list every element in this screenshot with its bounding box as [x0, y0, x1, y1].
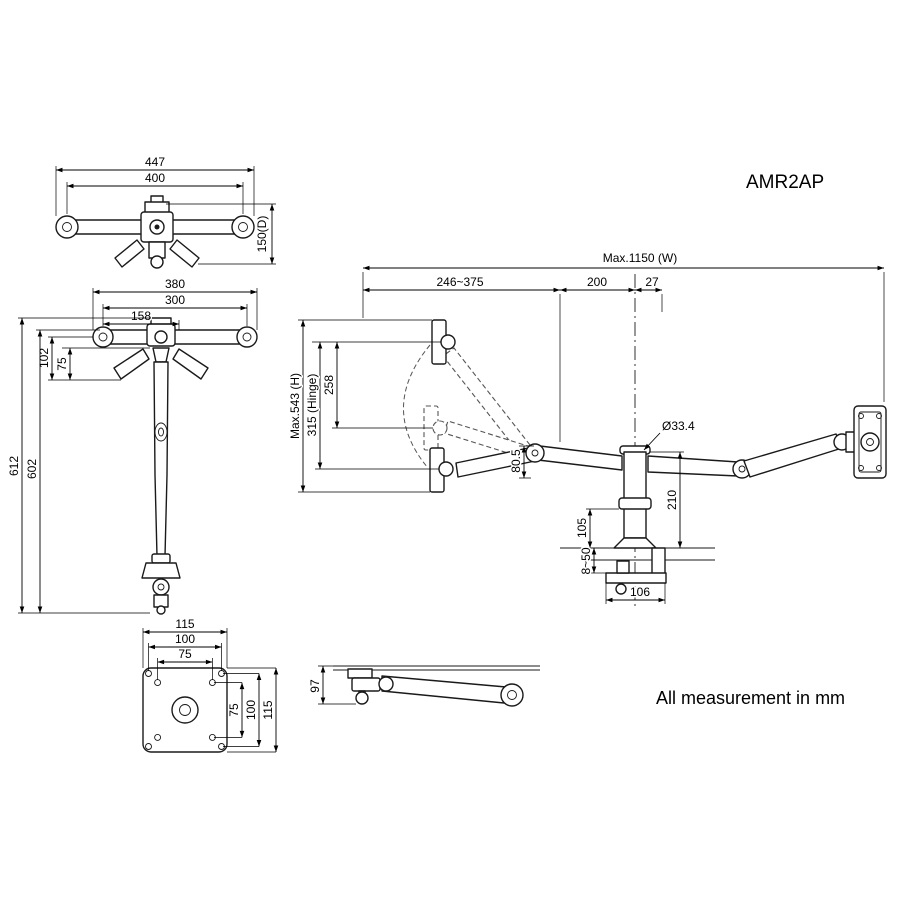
clamp-jaw	[605, 572, 667, 584]
dim-400-label: 400	[145, 171, 165, 185]
vesa-hole	[154, 733, 162, 741]
measurement-note: All measurement in mm	[656, 688, 845, 708]
profile-folded-arm	[381, 675, 507, 704]
right-upper-arm	[647, 455, 739, 477]
dim-100-right-label: 100	[244, 700, 258, 720]
dim-pole-diameter-label: Ø33.4	[662, 419, 695, 433]
profile-clamp-top	[347, 668, 373, 679]
top-view: 447 400 150(D)	[55, 154, 276, 269]
dim-258-label: 258	[322, 375, 336, 395]
left-forearm	[455, 446, 536, 478]
dim-300-label: 300	[165, 293, 185, 307]
dim-75-label: 75	[55, 357, 69, 371]
dim-max-height-label: Max.543 (H)	[288, 373, 302, 439]
front-view: 380 300 158 102 75 612 602	[6, 276, 258, 615]
dim-80-label: 80.5	[509, 449, 523, 473]
dim-hinge-label: 315 (Hinge)	[305, 374, 319, 437]
pole	[623, 451, 647, 539]
dim-447-label: 447	[145, 155, 165, 169]
profile-clamp-knob	[355, 691, 369, 705]
dim-100-top-label: 100	[175, 632, 195, 646]
dim-75-top-label: 75	[178, 647, 192, 661]
right-spring-arm	[743, 433, 843, 478]
base-foot	[141, 562, 181, 579]
left-elbow-joint	[525, 443, 545, 463]
dim-105-label: 105	[575, 518, 589, 538]
model-title: AMR2AP	[746, 172, 824, 193]
dim-102-label: 102	[37, 348, 51, 368]
pole-collar	[618, 497, 652, 510]
right-end-cap	[231, 215, 255, 239]
vesa-hole	[145, 743, 152, 750]
vesa-plate-view: 115 100 75 75 100 115	[142, 616, 279, 753]
dim-115-top-label: 115	[175, 617, 194, 631]
side-view: Max.1150 (W) 246~375 200 27 Max.543 (H) …	[287, 250, 887, 608]
dim-97-label: 97	[308, 679, 322, 693]
clamp-knob	[615, 583, 627, 595]
dim-612-label: 612	[7, 456, 21, 476]
base-cone	[613, 537, 657, 549]
right-wing	[169, 239, 200, 268]
profile-arm-end-cap	[500, 683, 524, 707]
motion-arc	[403, 344, 431, 469]
dim-27-label: 27	[645, 275, 659, 289]
dim-602-label: 602	[25, 459, 39, 479]
left-upper-arm	[537, 445, 623, 471]
profile-clamp-body	[351, 677, 381, 692]
dim-150D-label: 150(D)	[255, 216, 269, 253]
profile-view: 97	[307, 665, 540, 707]
dim-max-width-label: Max.1150 (W)	[603, 251, 677, 265]
clamp-pad	[616, 560, 630, 574]
dim-clamp-range-label: 8~50	[579, 547, 593, 574]
dim-reach-label: 246~375	[436, 275, 483, 289]
column	[153, 361, 169, 557]
dim-106-label: 106	[630, 585, 650, 599]
dim-75-right-label: 75	[227, 703, 241, 717]
dim-158-label: 158	[131, 309, 151, 323]
left-wing	[114, 239, 145, 268]
left-end-cap	[55, 215, 79, 239]
dim-210-label: 210	[665, 490, 679, 510]
dim-115-right-label: 115	[261, 700, 275, 719]
dim-200-label: 200	[587, 275, 607, 289]
dim-380-label: 380	[165, 277, 185, 291]
